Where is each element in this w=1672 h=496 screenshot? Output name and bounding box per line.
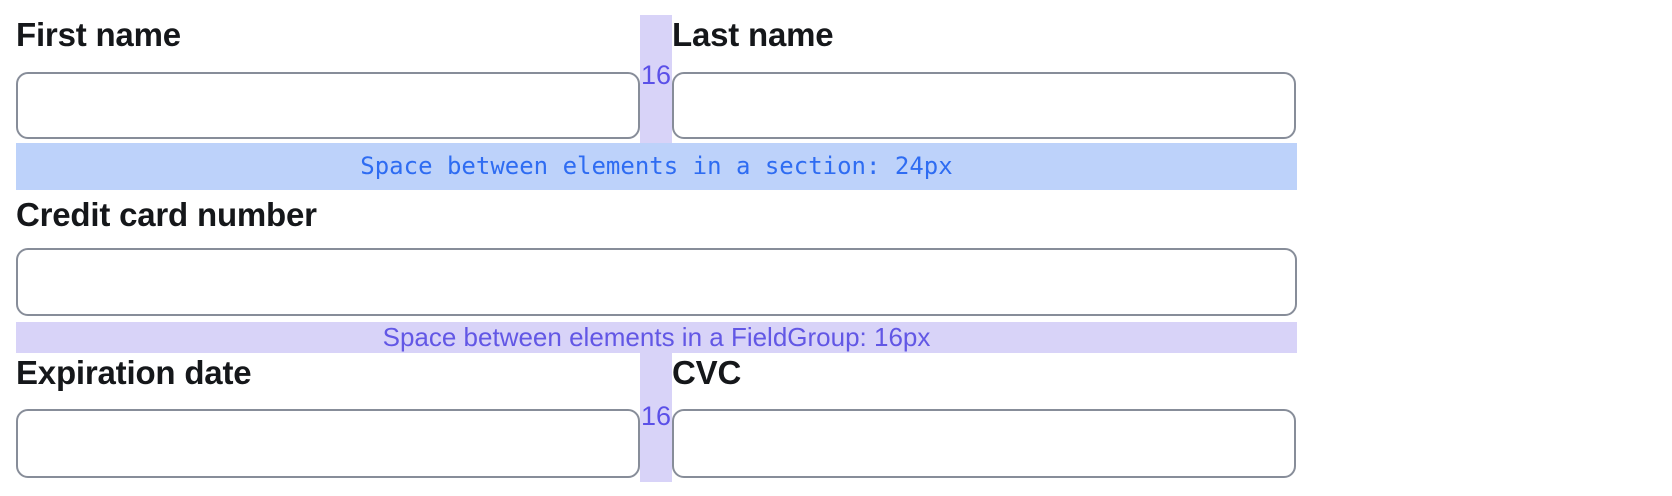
first-name-label: First name: [16, 16, 181, 53]
column-gap-strip-top: 16: [640, 15, 672, 143]
column-gap-strip-bottom: 16: [640, 353, 672, 482]
gap-size-label: 16: [640, 60, 672, 90]
cvc-input[interactable]: [672, 409, 1296, 478]
credit-card-number-input[interactable]: [16, 248, 1297, 316]
first-name-input[interactable]: [16, 72, 640, 139]
last-name-input[interactable]: [672, 72, 1296, 139]
credit-card-number-label: Credit card number: [16, 196, 317, 233]
section-spacing-note: Space between elements in a section: 24p…: [360, 152, 953, 180]
section-spacing-band: Space between elements in a section: 24p…: [16, 143, 1297, 190]
expiration-date-input[interactable]: [16, 409, 640, 478]
expiration-date-label: Expiration date: [16, 354, 252, 391]
cvc-label: CVC: [672, 354, 742, 391]
fieldgroup-spacing-band: Space between elements in a FieldGroup: …: [16, 322, 1297, 353]
fieldgroup-spacing-note: Space between elements in a FieldGroup: …: [382, 322, 931, 352]
last-name-label: Last name: [672, 16, 834, 53]
gap-size-label: 16: [640, 401, 672, 431]
